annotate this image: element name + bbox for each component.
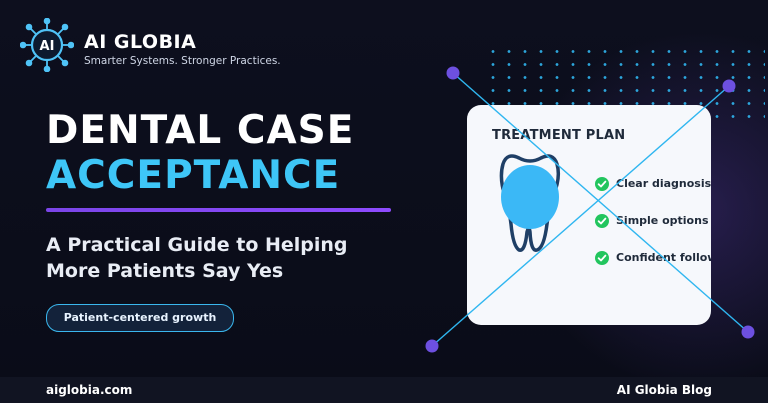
network-node-icon	[741, 325, 755, 339]
headline-line-2: ACCEPTANCE	[46, 153, 341, 198]
brand-name: AI GLOBIA	[84, 31, 197, 53]
plan-item: Confident follow-up	[595, 251, 711, 267]
subtitle: A Practical Guide to Helping More Patien…	[46, 232, 426, 284]
treatment-plan-card: TREATMENT PLAN Clear diagnosis Simple op…	[467, 105, 711, 325]
tooth-illustration	[497, 152, 563, 254]
network-node-icon	[425, 339, 439, 353]
network-node-icon	[446, 66, 460, 80]
subtitle-line-1: A Practical Guide to Helping	[46, 234, 348, 256]
logo-text: AI	[40, 39, 55, 54]
plan-item: Simple options	[595, 214, 711, 230]
brand-tagline: Smarter Systems. Stronger Practices.	[84, 55, 281, 67]
footer-bar: aiglobia.com AI Globia Blog	[0, 377, 768, 403]
check-circle-icon	[595, 214, 609, 228]
footer-website: aiglobia.com	[46, 383, 133, 397]
topic-pill: Patient-centered growth	[46, 304, 234, 332]
footer-blog-name: AI Globia Blog	[616, 383, 712, 397]
brand-logo: AI	[19, 17, 75, 73]
plan-item-label: Simple options	[616, 214, 709, 227]
subtitle-line-2: More Patients Say Yes	[46, 260, 284, 282]
network-logo-icon: AI	[19, 17, 75, 73]
card-title: TREATMENT PLAN	[492, 128, 626, 143]
check-circle-icon	[595, 251, 609, 265]
tooth-icon	[499, 154, 561, 252]
headline-line-1: DENTAL CASE	[46, 108, 355, 153]
plan-item: Clear diagnosis	[595, 177, 711, 193]
check-circle-icon	[595, 177, 609, 191]
plan-item-label: Clear diagnosis	[616, 177, 711, 190]
plan-item-label: Confident follow-up	[616, 251, 711, 264]
headline-underline	[46, 208, 391, 212]
